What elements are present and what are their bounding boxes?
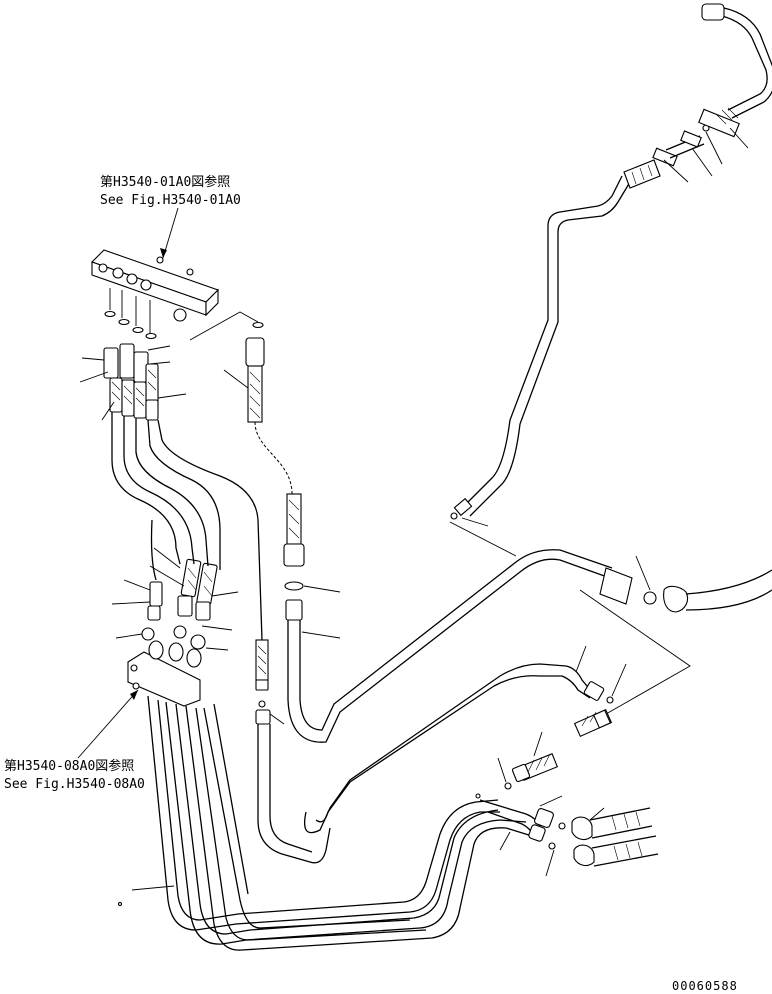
assembly-guide-lines [449,521,691,715]
reference-top-arrowhead [160,248,167,258]
center-hose-upper [223,337,341,639]
reference-note-top: 第H3540-01A0図参照 See Fig.H3540-01A0 [100,174,241,259]
left-hoses-long [111,412,263,641]
drawing-code: 00060588 [672,979,738,993]
reference-left-arrow [77,689,139,759]
reference-note-top-jp: 第H3540-01A0図参照 [100,174,230,190]
o-rings-manifold [104,288,264,341]
reference-left-arrowhead [130,690,138,700]
leader-lines-upper-left [79,345,187,421]
lower-right-fittings [475,731,659,877]
left-hose-set-middle [111,547,239,651]
valve-manifold-block [90,249,220,322]
main-pipe-center [287,549,772,743]
upper-right-pipe [450,3,772,527]
pipe-clamp-bracket [127,640,202,707]
reference-note-left: 第H3540-08A0図参照 See Fig.H3540-08A0 [4,689,145,792]
hose-fittings-upper-left [103,343,159,421]
center-hose-lower [255,639,331,864]
lower-pipe-bundle [117,695,533,951]
reference-note-left-jp: 第H3540-08A0図参照 [4,758,134,774]
middle-right-pipe [303,645,627,834]
reference-note-left-en: See Fig.H3540-08A0 [4,777,145,792]
reference-note-top-en: See Fig.H3540-01A0 [100,193,241,208]
